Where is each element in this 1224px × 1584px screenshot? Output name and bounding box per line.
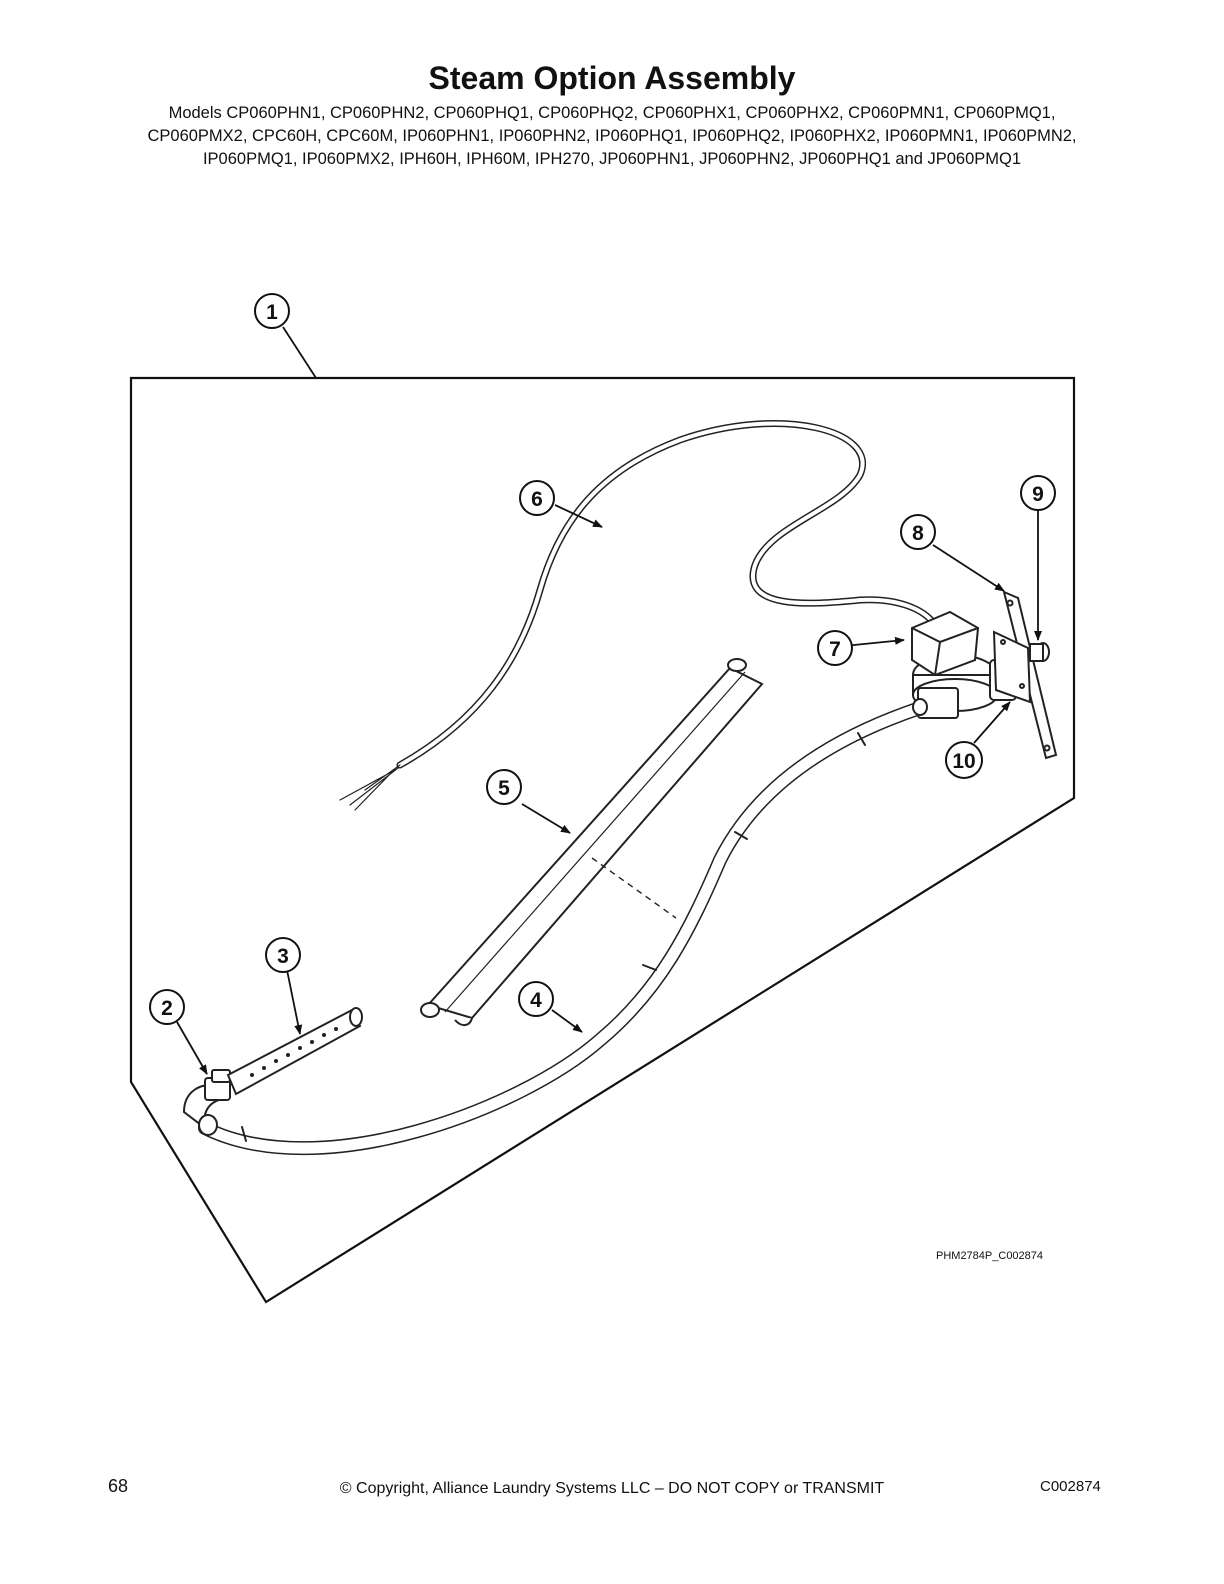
callout-9: 9 [1020, 475, 1056, 511]
kit-outline [129, 376, 1076, 1304]
steam-hose [198, 701, 927, 1156]
heat-shield [420, 658, 764, 1026]
drawing-reference: PHM2784P_C002874 [936, 1250, 1044, 1262]
callout-5-label: 5 [498, 777, 510, 800]
callout-3: 3 [265, 937, 301, 973]
callout-7-label: 7 [829, 638, 841, 661]
assembly-dashed-line [591, 857, 677, 919]
callout-8-label: 8 [912, 522, 924, 545]
page-title: Steam Option Assembly [428, 60, 796, 96]
callout-1: 1 [254, 293, 290, 329]
callout-4: 4 [518, 981, 554, 1017]
callout-3-label: 3 [277, 945, 289, 968]
wire-harness [339, 420, 939, 811]
callout-8: 8 [900, 514, 936, 550]
elbow-fitting [182, 1069, 231, 1136]
callouts: 1 2 3 4 5 6 7 8 9 10 [149, 293, 1056, 1025]
callout-7: 7 [817, 630, 853, 666]
callout-2: 2 [149, 989, 185, 1025]
callout-9-label: 9 [1032, 483, 1044, 506]
callout-6-label: 6 [531, 488, 543, 511]
callout-10-label: 10 [952, 750, 975, 773]
callout-1-label: 1 [266, 301, 278, 324]
models-list: Models CP060PHN1, CP060PHN2, CP060PHQ1, … [70, 102, 1154, 171]
callout-4-label: 4 [530, 989, 542, 1012]
solenoid-valve [911, 610, 998, 719]
page-number: 68 [108, 1476, 129, 1496]
models-line: Models CP060PHN1, CP060PHN2, CP060PHQ1, … [168, 104, 1056, 122]
models-line: IP060PMQ1, IP060PMX2, IPH60H, IPH60M, IP… [202, 150, 1022, 168]
document-code: C002874 [1040, 1478, 1101, 1495]
callout-6: 6 [519, 480, 555, 516]
copyright-notice: © Copyright, Alliance Laundry Systems LL… [339, 1480, 885, 1497]
callout-2-label: 2 [161, 997, 173, 1020]
callout-10: 10 [945, 741, 983, 779]
callout-5: 5 [486, 769, 522, 805]
models-line: CP060PMX2, CPC60H, CPC60M, IP060PHN1, IP… [147, 127, 1077, 145]
valve-bracket-assembly [989, 590, 1058, 760]
callout-leaders [176, 326, 1042, 1075]
spray-nozzle [226, 1007, 363, 1096]
